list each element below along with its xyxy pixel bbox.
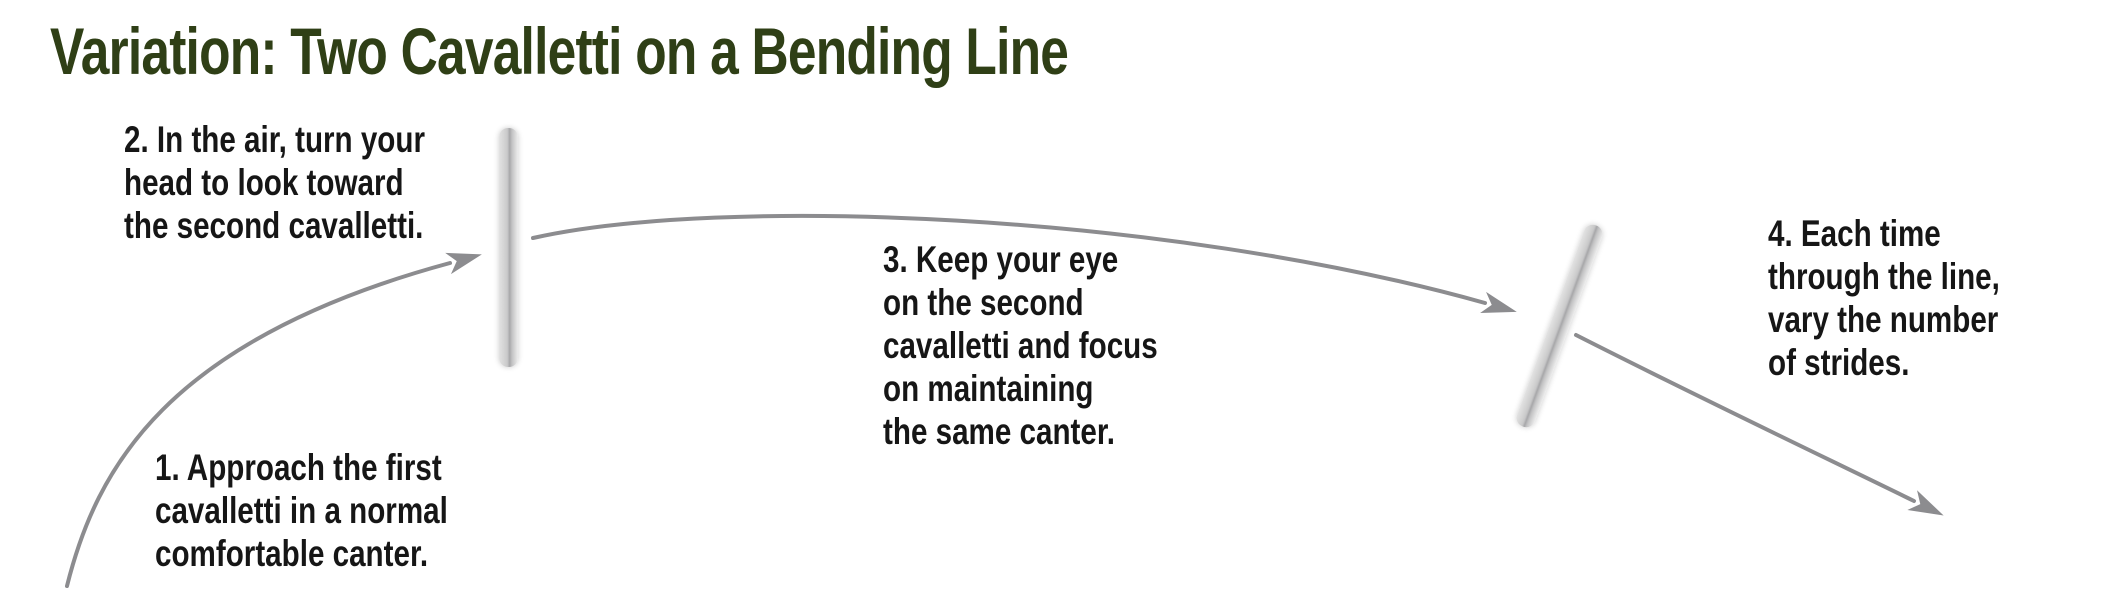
step-2-caption: 2. In the air, turn your head to look to…	[124, 118, 425, 247]
step-3-caption: 3. Keep your eye on the second cavallett…	[883, 238, 1158, 453]
step-4-line: of strides.	[1768, 342, 1910, 383]
page-title: Variation: Two Cavalletti on a Bending L…	[50, 14, 1069, 88]
approach-arrow	[65, 252, 482, 588]
step-1-caption: 1. Approach the first cavalletti in a no…	[155, 446, 448, 575]
step-3-line: on the second	[883, 282, 1084, 323]
step-3-line: cavalletti and focus	[883, 325, 1158, 366]
step-2-line: head to look toward	[124, 162, 404, 203]
step-4-line: vary the number	[1768, 299, 1999, 340]
exit-arrow	[1574, 333, 1944, 516]
step-1-line: cavalletti in a normal	[155, 490, 448, 531]
step-4-line: 4. Each time	[1768, 213, 1941, 254]
step-4-caption: 4. Each time through the line, vary the …	[1768, 212, 2000, 384]
step-2-line: 2. In the air, turn your	[124, 119, 425, 160]
step-2-line: the second cavalletti.	[124, 205, 424, 246]
step-3-line: the same canter.	[883, 411, 1115, 452]
step-4-line: through the line,	[1768, 256, 2000, 297]
first-cavalletti-pole	[499, 128, 518, 367]
step-1-line: comfortable canter.	[155, 533, 429, 574]
bending-line-arrow	[531, 213, 1517, 314]
step-3-line: 3. Keep your eye	[883, 239, 1119, 280]
step-3-line: on maintaining	[883, 368, 1094, 409]
step-1-line: 1. Approach the first	[155, 447, 442, 488]
